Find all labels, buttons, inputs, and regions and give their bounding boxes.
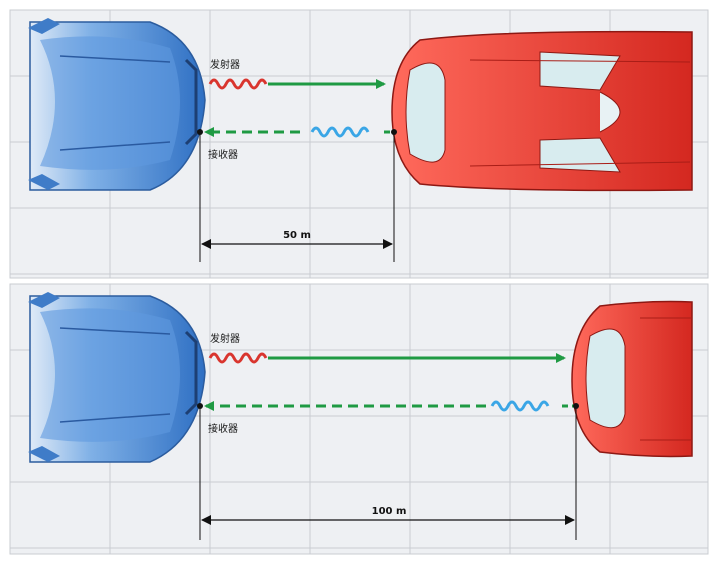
bottom-panel: 发射器 接收器 100 m [28,292,693,540]
return-wave-icon [310,126,370,138]
transmitter-label: 发射器 [210,58,240,71]
return-wave-icon [490,400,550,412]
top-panel: 发射器 接收器 50 m [28,18,693,262]
red-car-icon [571,300,693,458]
receiver-label: 接收器 [208,422,238,435]
blue-car-icon [28,292,206,463]
transmitter-label: 发射器 [210,332,240,345]
receiver-label: 接收器 [208,148,238,161]
distance-label: 50 m [283,230,311,241]
transmit-wave-icon [208,78,268,90]
blue-car-icon [28,18,206,191]
transmit-wave-icon [208,352,268,364]
distance-label: 100 m [372,506,407,517]
red-car-icon [391,30,693,192]
